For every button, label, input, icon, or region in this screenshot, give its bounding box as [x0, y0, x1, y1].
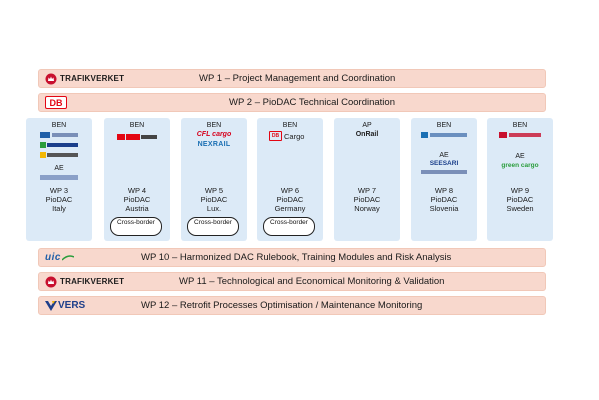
- wp3-role-ben: BEN: [51, 122, 67, 129]
- wp7-role-ap: AP: [362, 122, 372, 129]
- wp6-card: BEN DB Cargo WP 6 PioDAC Germany Cross-b…: [257, 118, 323, 241]
- wp4-name: PioDAC: [123, 195, 151, 204]
- seesari-logo: SEESARI: [429, 160, 459, 167]
- wp5-country: Lux.: [206, 204, 222, 213]
- wp8-country: Slovenia: [429, 204, 459, 213]
- trafikverket-logo-2: TRAFIKVERKET: [45, 274, 124, 289]
- uic-logo: uic: [45, 250, 74, 265]
- wp7-name: PioDAC: [353, 195, 381, 204]
- cfl-cargo-logo: CFL cargo: [196, 131, 232, 138]
- nexrail-logo: NEXRAIL: [197, 141, 231, 148]
- onrail-logo: OnRail: [355, 131, 379, 138]
- wp4-card: BEN WP 4 PioDAC Austria Cross-border: [104, 118, 170, 241]
- uic-swoosh-icon: [61, 254, 74, 261]
- wp6-cross-border-badge: Cross-border: [263, 217, 315, 236]
- wp9-name: PioDAC: [506, 195, 534, 204]
- wp8-card: BEN AE SEESARI WP 8 PioDAC Slovenia: [411, 118, 477, 241]
- wp1-bar: TRAFIKVERKET WP 1 – Project Management a…: [38, 69, 546, 88]
- wp11-title: WP 11 – Technological and Economical Mon…: [179, 276, 445, 287]
- wp2-bar: DB WP 2 – PioDAC Technical Coordination: [38, 93, 546, 112]
- wp2-title: WP 2 – PioDAC Technical Coordination: [229, 97, 395, 108]
- wp9-country: Sweden: [506, 204, 534, 213]
- db-cargo-logo-text: Cargo: [284, 131, 305, 141]
- db-cargo-box-icon: DB: [269, 131, 282, 141]
- wp4-country: Austria: [125, 204, 149, 213]
- wp5-number: WP 5: [204, 186, 224, 195]
- operator-logo-icon: [40, 152, 78, 158]
- wp9-role-ae: AE: [515, 153, 525, 160]
- uic-logo-text: uic: [45, 252, 61, 263]
- wp3-country: Italy: [52, 204, 66, 213]
- rail-cargo-austria-logo-icon: [117, 134, 157, 140]
- ae-partner-logo-icon: [421, 170, 467, 174]
- wp7-country: Norway: [354, 204, 380, 213]
- trafikverket-logo: TRAFIKVERKET: [45, 71, 124, 86]
- wp8-name: PioDAC: [430, 195, 458, 204]
- trafikverket-logo-text: TRAFIKVERKET: [60, 277, 125, 286]
- wp1-title: WP 1 – Project Management and Coordinati…: [199, 73, 396, 84]
- wp5-card: BEN CFL cargo NEXRAIL WP 5 PioDAC Lux. C…: [181, 118, 247, 241]
- wp4-role-ben: BEN: [129, 122, 145, 129]
- wp8-number: WP 8: [434, 186, 454, 195]
- crown-icon: [45, 73, 57, 84]
- ae-logo-icon: [40, 175, 78, 180]
- wp3-card: BEN AE WP 3 PioDAC Italy: [26, 118, 92, 241]
- wp4-number: WP 4: [127, 186, 147, 195]
- vers-logo: VERS: [45, 298, 85, 313]
- wp12-bar: VERS WP 12 – Retrofit Processes Optimisa…: [38, 296, 546, 315]
- wp7-number: WP 7: [357, 186, 377, 195]
- wp11-bar: TRAFIKVERKET WP 11 – Technological and E…: [38, 272, 546, 291]
- wp9-number: WP 9: [510, 186, 530, 195]
- wp6-role-ben: BEN: [282, 122, 298, 129]
- db-logo-box: DB: [45, 96, 67, 109]
- wp12-title: WP 12 – Retrofit Processes Optimisation …: [141, 300, 423, 311]
- fs-logo-icon: [40, 132, 78, 138]
- wp3-number: WP 3: [49, 186, 69, 195]
- wp7-card: AP OnRail WP 7 PioDAC Norway: [334, 118, 400, 241]
- wp10-title: WP 10 – Harmonized DAC Rulebook, Trainin…: [141, 252, 452, 263]
- db-logo: DB: [45, 95, 67, 110]
- wp6-country: Germany: [274, 204, 306, 213]
- wp8-role-ae: AE: [439, 152, 449, 159]
- wp3-role-ae: AE: [54, 165, 64, 172]
- wp10-bar: uic WP 10 – Harmonized DAC Rulebook, Tra…: [38, 248, 546, 267]
- sweden-operator-logo-icon: [499, 132, 541, 138]
- wp5-cross-border-badge: Cross-border: [187, 217, 239, 236]
- slovenian-railways-logo-icon: [421, 132, 467, 138]
- wp9-card: BEN AE green cargo WP 9 PioDAC Sweden: [487, 118, 553, 241]
- crown-icon: [45, 276, 57, 287]
- interporto-logo-icon: [40, 142, 78, 148]
- wp5-name: PioDAC: [200, 195, 228, 204]
- vers-v-icon: [45, 300, 57, 311]
- wp4-cross-border-badge: Cross-border: [110, 217, 162, 236]
- wp6-number: WP 6: [280, 186, 300, 195]
- vers-logo-text: VERS: [58, 300, 86, 311]
- db-cargo-logo: DB Cargo: [269, 131, 304, 141]
- wp8-role-ben: BEN: [436, 122, 452, 129]
- trafikverket-logo-text: TRAFIKVERKET: [60, 74, 125, 83]
- wp6-name: PioDAC: [276, 195, 304, 204]
- wp5-role-ben: BEN: [206, 122, 222, 129]
- green-cargo-logo: green cargo: [501, 162, 539, 169]
- wp3-name: PioDAC: [45, 195, 73, 204]
- wp9-role-ben: BEN: [512, 122, 528, 129]
